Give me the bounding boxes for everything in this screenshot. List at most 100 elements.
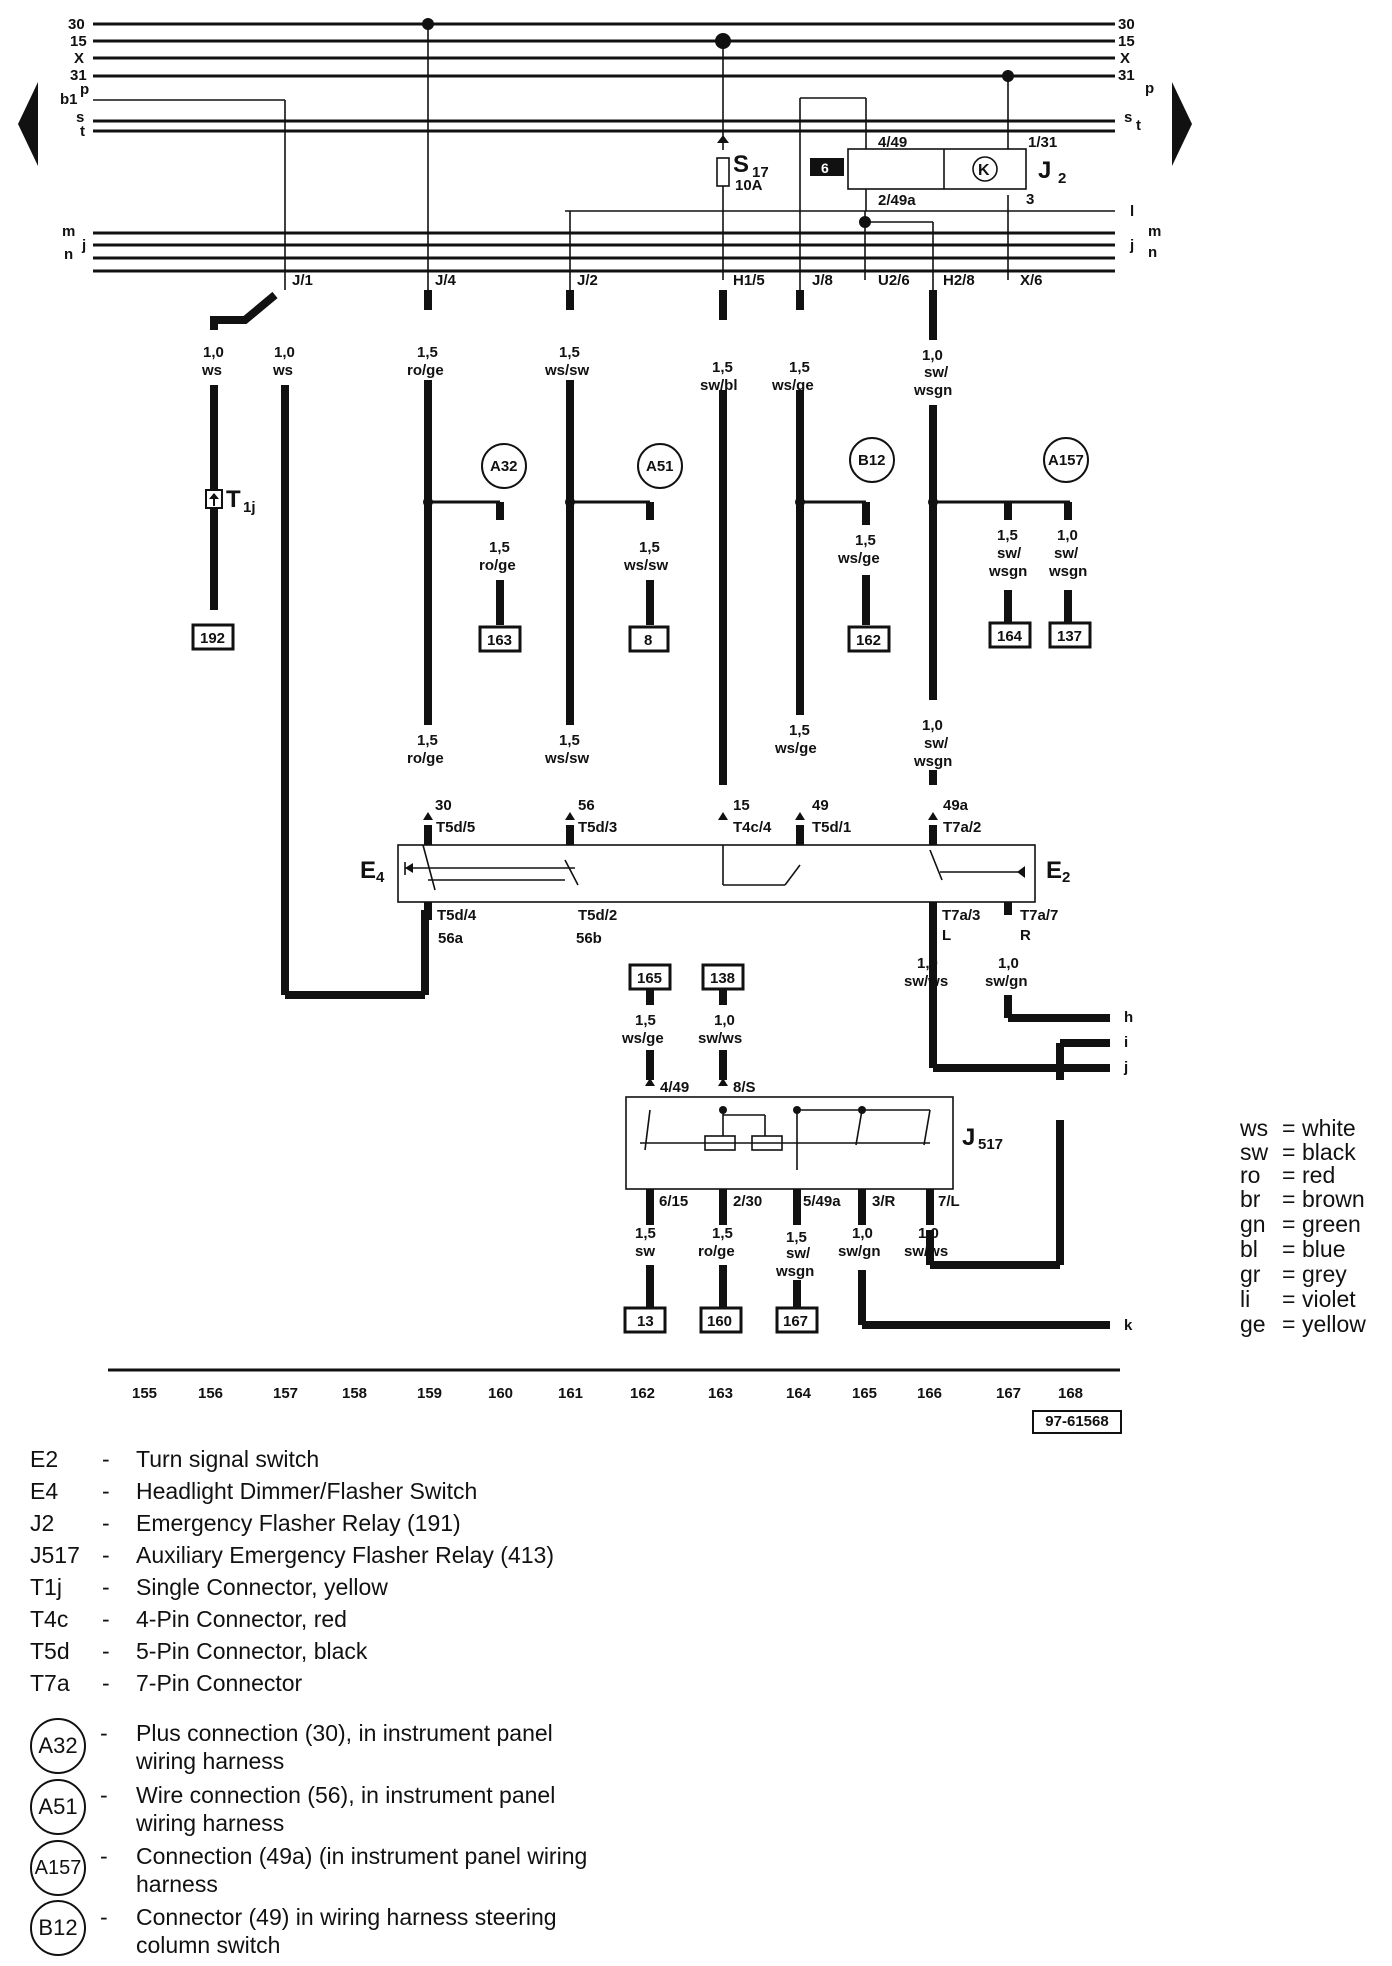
legend-item: J2-Emergency Flasher Relay (191) <box>30 1510 461 1536</box>
svg-text:T5d/3: T5d/3 <box>578 819 617 836</box>
svg-text:4: 4 <box>376 869 385 886</box>
svg-text:J: J <box>1038 157 1051 184</box>
svg-text:J: J <box>962 1124 975 1151</box>
svg-text:sw/: sw/ <box>997 545 1022 562</box>
rail-label-b1: b1 <box>60 91 78 108</box>
svg-text:ws/sw: ws/sw <box>544 750 590 767</box>
svg-text:A157: A157 <box>1048 452 1084 469</box>
legend-item: T5d-5-Pin Connector, black <box>30 1638 368 1664</box>
rail-label-x: X <box>74 50 84 67</box>
svg-text:wsgn: wsgn <box>1048 563 1087 580</box>
svg-text:162: 162 <box>856 632 881 649</box>
svg-text:1,5: 1,5 <box>417 344 438 361</box>
svg-text:X/6: X/6 <box>1020 272 1043 289</box>
svg-text:3: 3 <box>1026 191 1034 208</box>
svg-text:T5d/1: T5d/1 <box>812 819 851 836</box>
rail-label-t: t <box>80 123 85 140</box>
svg-text:1,0: 1,0 <box>922 347 943 364</box>
svg-text:31: 31 <box>1118 67 1135 84</box>
svg-text:15: 15 <box>1118 33 1135 50</box>
rail-label-n: n <box>64 246 73 263</box>
rail-label-s: s <box>76 109 84 126</box>
svg-text:sw/: sw/ <box>924 735 949 752</box>
svg-text:165: 165 <box>852 1385 877 1400</box>
page-forward-arrow[interactable] <box>1172 82 1192 166</box>
svg-text:E: E <box>1046 857 1062 884</box>
svg-text:15: 15 <box>733 797 750 814</box>
svg-text:ro/ge: ro/ge <box>407 750 444 767</box>
svg-text:1,5: 1,5 <box>712 1225 733 1242</box>
svg-text:6: 6 <box>821 160 829 176</box>
svg-text:164: 164 <box>997 628 1023 645</box>
svg-text:sw/bl: sw/bl <box>700 377 738 394</box>
svg-text:wsgn: wsgn <box>913 753 952 770</box>
svg-text:T: T <box>226 486 241 513</box>
svg-text:49a: 49a <box>943 797 969 814</box>
svg-text:T5d/2: T5d/2 <box>578 907 617 924</box>
doc-id: 97-61568 <box>1032 1410 1122 1434</box>
svg-text:56: 56 <box>578 797 595 814</box>
svg-text:ws/ge: ws/ge <box>774 740 817 757</box>
svg-text:17: 17 <box>752 164 769 181</box>
svg-text:ws/ge: ws/ge <box>837 550 880 567</box>
circle-refs: A32 A51 B12 A157 <box>481 437 1089 489</box>
legend-circle-ref: A51 <box>30 1779 86 1835</box>
svg-text:2: 2 <box>1058 170 1066 187</box>
rail-label-31: 31 <box>70 67 87 84</box>
svg-text:10A: 10A <box>735 177 763 194</box>
svg-text:H1/5: H1/5 <box>733 272 765 289</box>
svg-text:1,5: 1,5 <box>559 344 580 361</box>
svg-text:7/L: 7/L <box>938 1193 960 1210</box>
svg-text:T7a/7: T7a/7 <box>1020 907 1058 924</box>
svg-text:1,5: 1,5 <box>712 359 733 376</box>
svg-text:sw/: sw/ <box>786 1245 811 1262</box>
svg-text:k: k <box>1124 1317 1133 1334</box>
svg-text:138: 138 <box>710 970 735 987</box>
svg-text:h: h <box>1124 1009 1133 1026</box>
wiring-diagram: 30 15 X 31 b1 p s t m j n 30 15 X 31 p s… <box>60 16 1161 1400</box>
svg-text:J/8: J/8 <box>812 272 833 289</box>
svg-text:1,0: 1,0 <box>922 717 943 734</box>
relay-j2: K 6 J 2 4/49 2/49a 1/31 3 <box>800 76 1066 280</box>
svg-text:K: K <box>978 162 990 179</box>
svg-text:B12: B12 <box>858 452 886 469</box>
svg-text:ws/ge: ws/ge <box>771 377 814 394</box>
svg-text:162: 162 <box>630 1385 655 1400</box>
svg-text:ro/ge: ro/ge <box>479 557 516 574</box>
svg-text:167: 167 <box>996 1385 1021 1400</box>
rail-label-15: 15 <box>70 33 87 50</box>
ref-boxes: 192 163 8 162 164 137 165 138 13 160 167 <box>191 621 1092 1334</box>
svg-text:6/15: 6/15 <box>659 1193 688 1210</box>
svg-text:8/S: 8/S <box>733 1079 756 1096</box>
column-scale: 155 156 157 158 159 160 161 162 163 164 … <box>132 1385 1083 1400</box>
rail-labels-right: 30 15 X 31 p s t l m j n <box>1118 16 1161 261</box>
svg-text:1,5: 1,5 <box>417 732 438 749</box>
svg-text:E: E <box>360 857 376 884</box>
rail-label-m: m <box>62 223 75 240</box>
svg-text:168: 168 <box>1058 1385 1083 1400</box>
svg-text:165: 165 <box>637 970 662 987</box>
exit-labels: h i j k <box>1123 1009 1133 1334</box>
svg-text:4/49: 4/49 <box>878 134 907 151</box>
svg-text:1,5: 1,5 <box>855 532 876 549</box>
svg-text:1,0: 1,0 <box>1057 527 1078 544</box>
svg-text:2: 2 <box>1062 869 1070 886</box>
svg-text:158: 158 <box>342 1385 367 1400</box>
svg-text:sw/ws: sw/ws <box>698 1030 742 1047</box>
rail-label-30: 30 <box>68 16 85 33</box>
page-back-arrow[interactable] <box>18 82 38 166</box>
svg-text:30: 30 <box>1118 16 1135 33</box>
svg-text:T7a/2: T7a/2 <box>943 819 981 836</box>
svg-text:i: i <box>1124 1034 1128 1051</box>
color-item: br=brown <box>1240 1186 1365 1212</box>
color-item: gr=grey <box>1240 1261 1347 1287</box>
svg-text:ws/sw: ws/sw <box>623 557 669 574</box>
color-item: ws=white <box>1240 1115 1356 1141</box>
svg-text:J/2: J/2 <box>577 272 598 289</box>
svg-text:1,5: 1,5 <box>789 359 810 376</box>
svg-text:159: 159 <box>417 1385 442 1400</box>
relay-j517: J 517 4/49 8/S 6/15 2/30 5/49a 3/R 7/L <box>625 1079 1003 1210</box>
svg-text:ws/sw: ws/sw <box>544 362 590 379</box>
color-item: bl=blue <box>1240 1236 1346 1262</box>
